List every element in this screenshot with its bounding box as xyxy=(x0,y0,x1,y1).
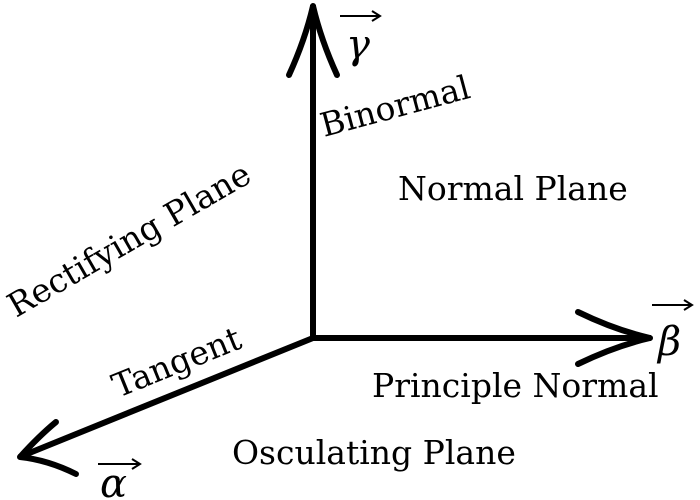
principal-normal-arrowhead xyxy=(575,309,653,367)
beta-vector-symbol: β xyxy=(652,299,694,365)
tangent-axis xyxy=(17,334,317,477)
binormal-arrowhead xyxy=(286,3,340,78)
principal-normal-label: Principle Normal xyxy=(372,366,659,405)
gamma-symbol: γ xyxy=(346,22,370,68)
binormal-axis xyxy=(286,3,340,341)
binormal-label: Binormal xyxy=(316,67,474,144)
gamma-vector-symbol: γ xyxy=(340,10,382,68)
osculating-plane-label: Osculating Plane xyxy=(232,433,516,472)
normal-plane-label: Normal Plane xyxy=(398,169,628,208)
alpha-vector-symbol: α xyxy=(98,458,142,500)
tangent-arrowhead xyxy=(17,419,79,477)
principal-normal-axis xyxy=(310,309,653,367)
rectifying-plane-label: Rectifying Plane xyxy=(1,154,258,325)
alpha-symbol: α xyxy=(100,461,127,500)
beta-symbol: β xyxy=(656,319,681,365)
